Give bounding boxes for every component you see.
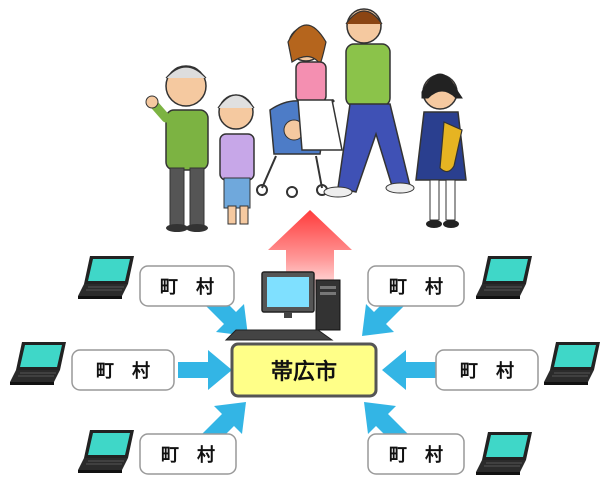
father-figure <box>323 8 415 198</box>
town-box-mid-right: 町 村 <box>435 349 539 391</box>
town-box-bottom-left: 町 村 <box>139 433 237 475</box>
laptop-icon <box>77 255 135 300</box>
town-box-top-right: 町 村 <box>367 265 465 307</box>
laptop-icon <box>9 341 67 386</box>
laptop-icon <box>475 431 533 476</box>
town-label: 町 村 <box>460 360 514 382</box>
laptop-icon <box>543 341 601 386</box>
arrow-mid-left <box>178 350 232 390</box>
laptop-icon <box>475 255 533 300</box>
town-label: 町 村 <box>389 444 443 466</box>
town-box-mid-left: 町 村 <box>71 349 175 391</box>
town-label: 町 村 <box>389 276 443 298</box>
desktop-computer-icon <box>224 271 341 341</box>
family-group-icon <box>145 8 467 232</box>
town-box-bottom-right: 町 村 <box>367 433 465 475</box>
center-city-box: 帯広市 <box>230 342 378 398</box>
center-city-label: 帯広市 <box>271 359 337 385</box>
town-label: 町 村 <box>160 276 214 298</box>
town-label: 町 村 <box>161 444 215 466</box>
grandfather-figure <box>145 65 209 232</box>
girl-saxophone-figure <box>415 73 467 228</box>
grandmother-figure <box>217 94 255 225</box>
laptop-icon <box>77 429 135 474</box>
town-label: 町 村 <box>96 360 150 382</box>
mother-figure <box>287 24 343 151</box>
arrow-mid-right <box>382 350 436 390</box>
town-box-top-left: 町 村 <box>139 265 235 307</box>
